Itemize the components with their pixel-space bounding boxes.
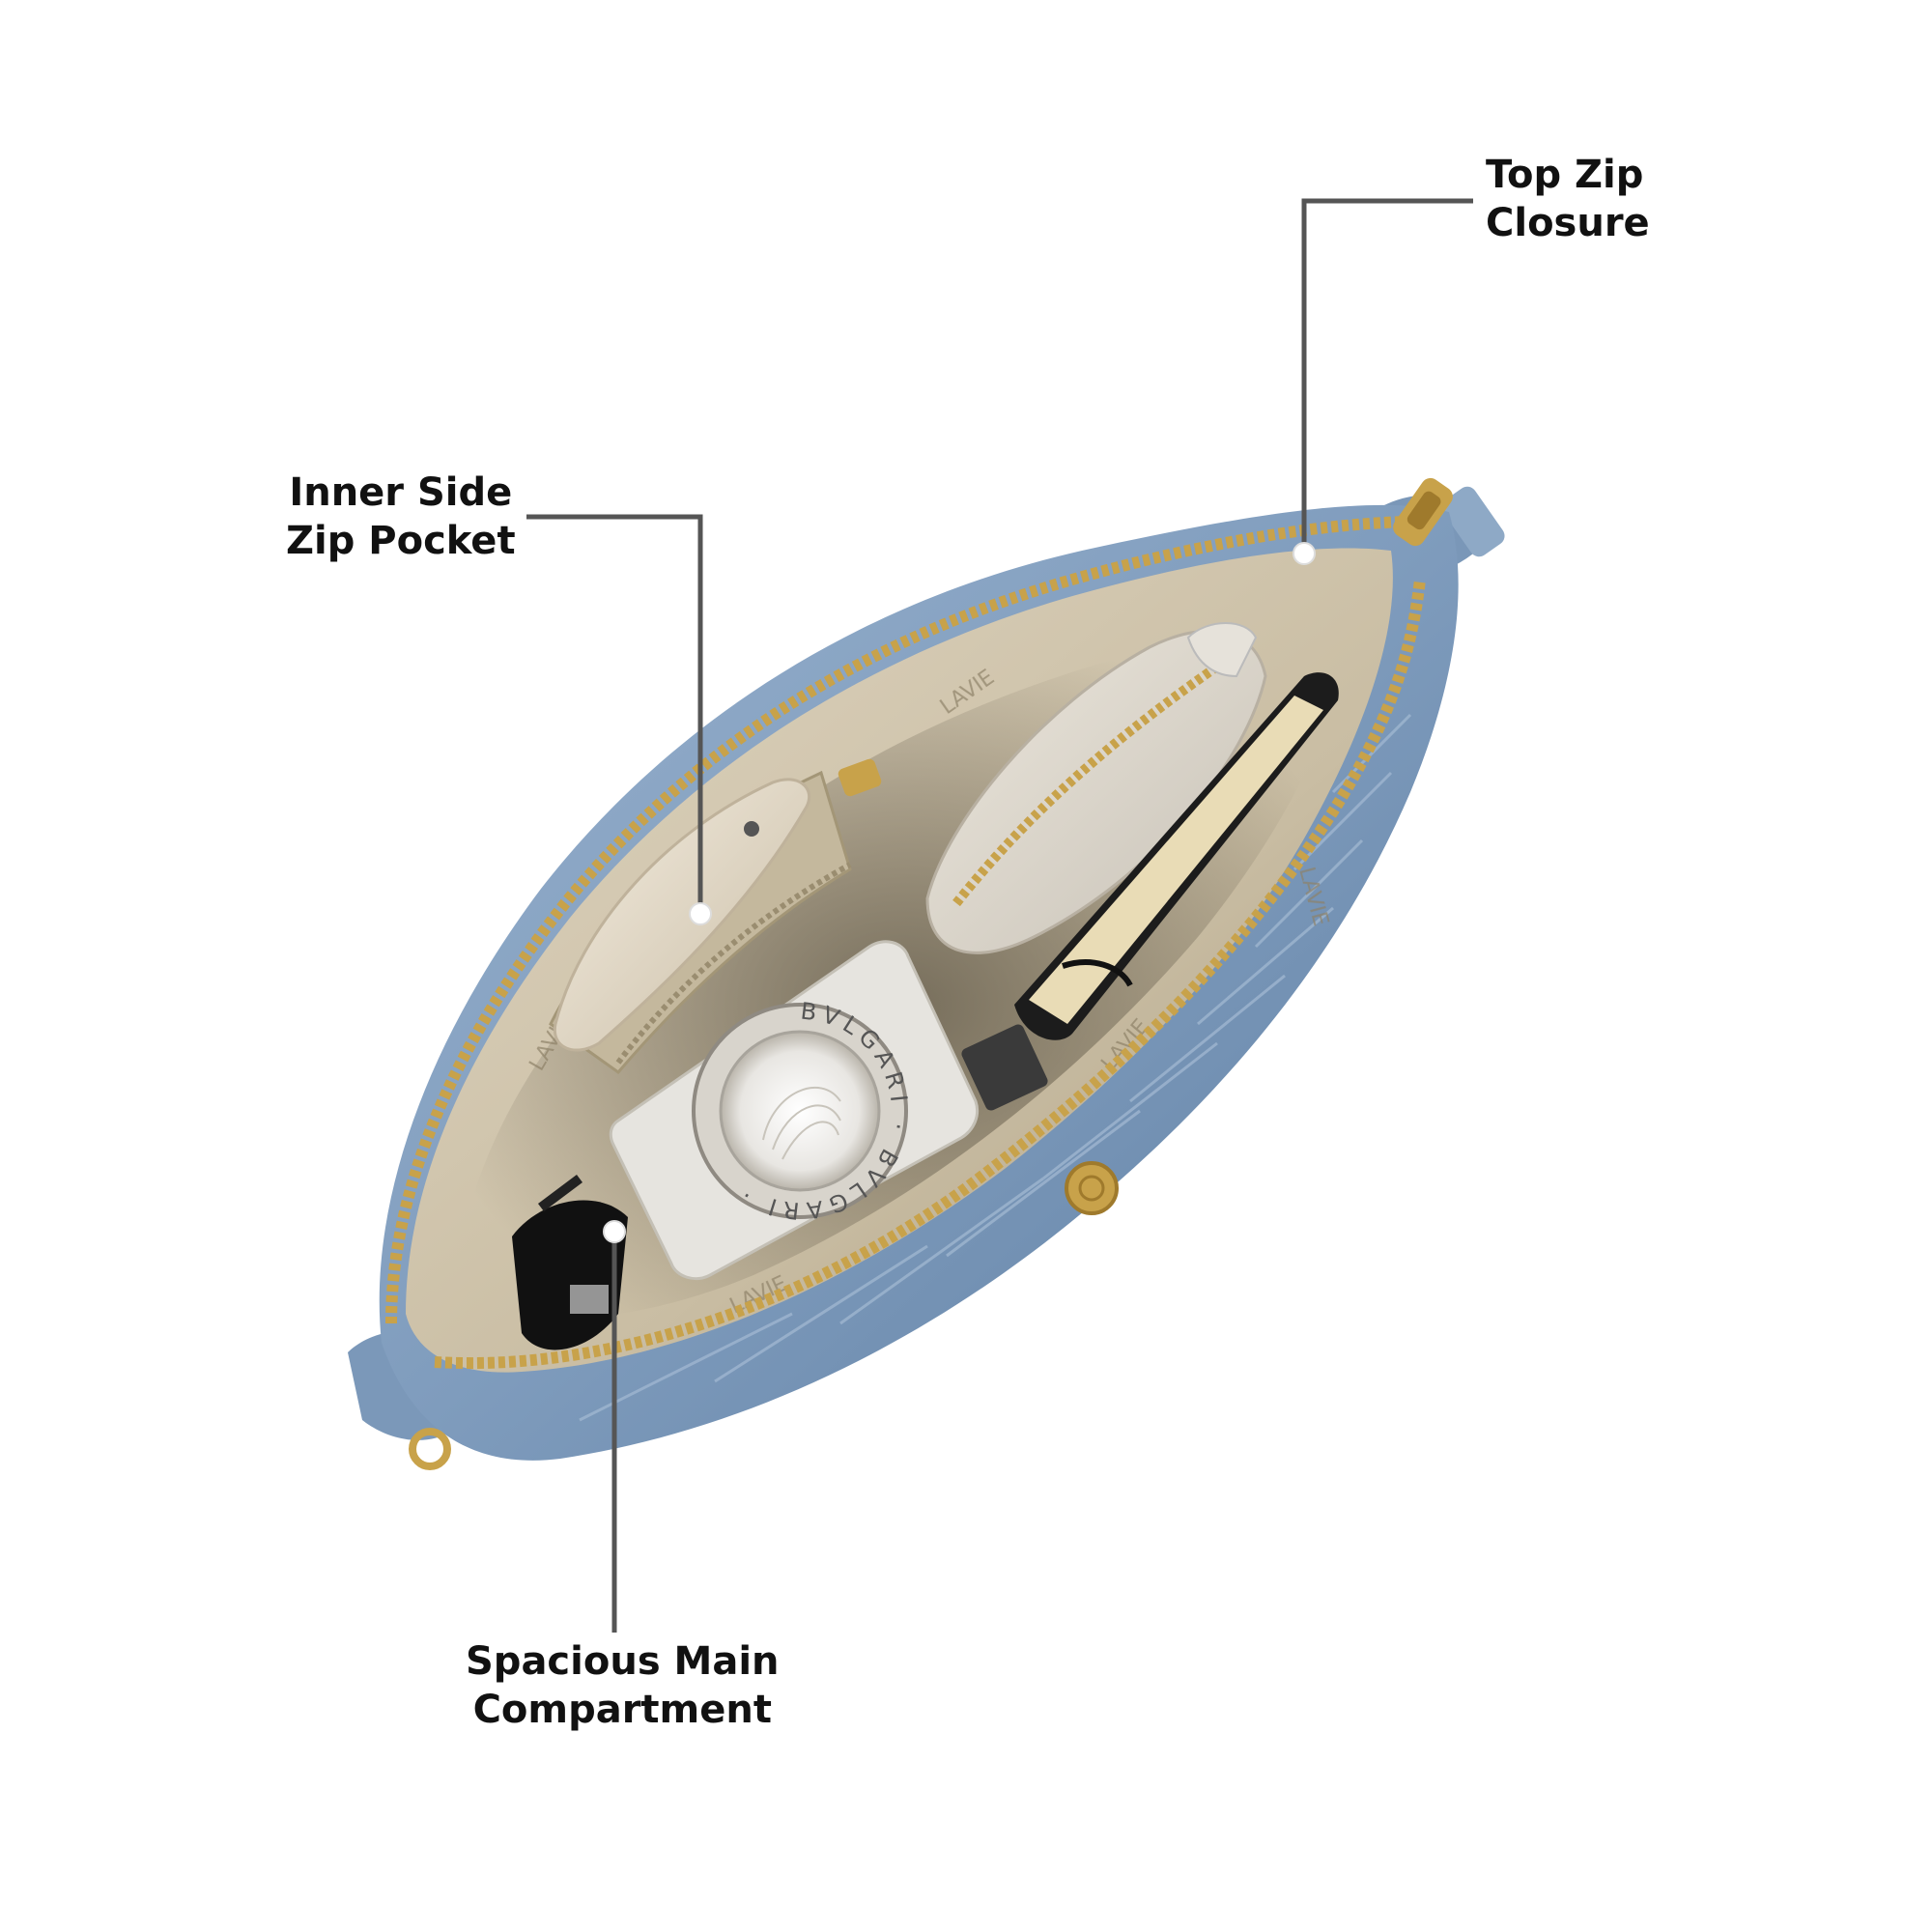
gold-logo-hardware [1065,1161,1119,1215]
perfume-bottle: BVLGARI · BVLGARI · [609,940,980,1280]
top-zipper-track-lower [434,579,1426,1370]
gold-ring-left [409,1428,451,1470]
zip-pull-top [1393,477,1453,547]
phone [553,778,810,1052]
callout-label-top-zip-closure: Top Zip Closure [1486,151,1650,247]
callout-text-line: Compartment [472,1688,772,1732]
callout-text-line: Closure [1486,201,1650,245]
callout-leader-main [603,1220,626,1633]
small-dark-item [961,1024,1048,1111]
callout-text-line: Zip Pocket [286,519,516,563]
notebook [1014,672,1339,1040]
callout-text-line: Inner Side [289,470,513,515]
sunglasses [512,1175,628,1350]
callout-leader-top-zip [1293,198,1473,565]
top-zipper-track-upper [385,516,1421,1324]
callout-label-spacious-main-compartment: Spacious Main Compartment [466,1637,780,1734]
callout-label-inner-side-zip-pocket: Inner Side Zip Pocket [286,469,516,565]
callout-text-line: Top Zip [1486,153,1644,197]
callout-leader-inner-side [526,514,712,925]
callout-text-line: Spacious Main [466,1639,780,1684]
zip-pull-pocket [838,758,882,797]
zip-pouch [925,622,1267,954]
